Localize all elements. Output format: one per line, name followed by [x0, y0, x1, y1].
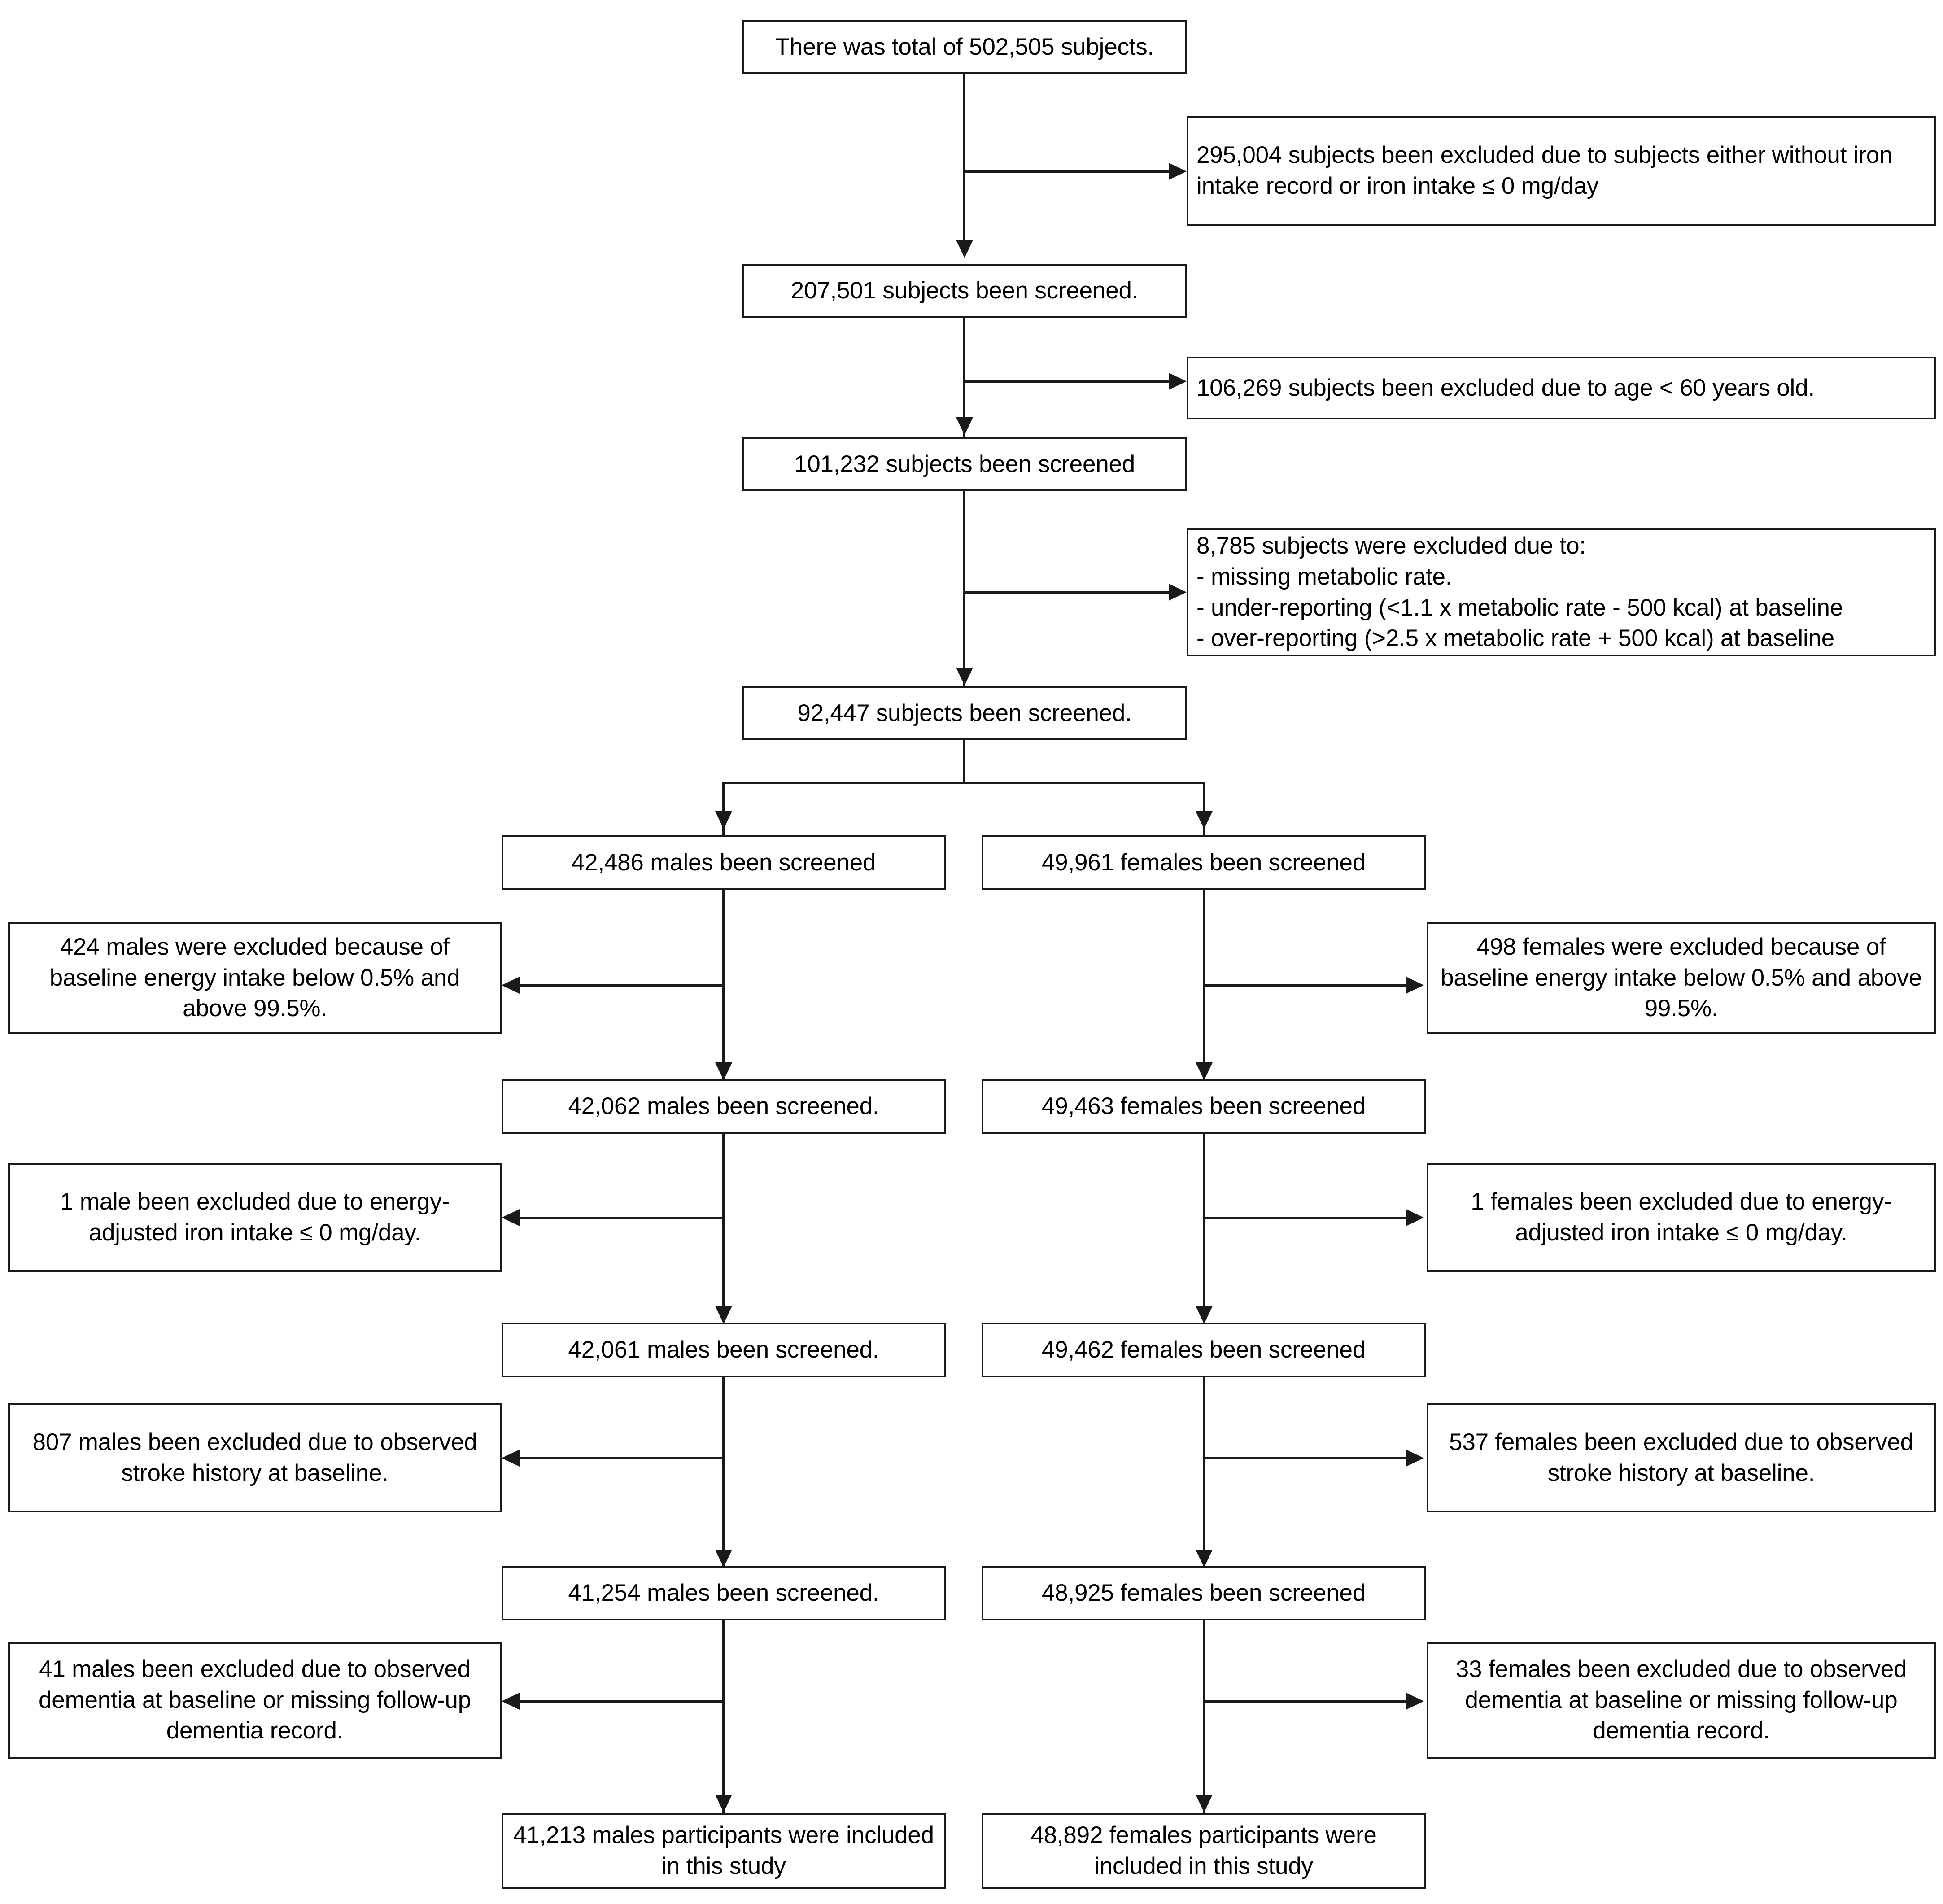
exclusion-females-stroke-history-label: 537 females been excluded due to observe… — [1449, 1428, 1913, 1486]
exclusion-age-under-60-label: 106,269 subjects been excluded due to ag… — [1196, 374, 1815, 401]
arrowhead-males1-to-males2 — [715, 1062, 732, 1080]
node-screened-92447: 92,447 subjects been screened. — [742, 686, 1187, 740]
node-females-49961: 49,961 females been screened — [982, 835, 1426, 890]
node-females-49462-label: 49,462 females been screened — [1041, 1336, 1366, 1363]
arrowhead-males-stroke-exclusion — [502, 1450, 520, 1467]
node-females-48925: 48,925 females been screened — [982, 1566, 1426, 1620]
connector-to-age-exclusion — [963, 380, 1170, 383]
node-males-42486: 42,486 males been screened — [502, 835, 946, 890]
node-total-subjects: There was total of 502,505 subjects. — [742, 20, 1187, 74]
node-males-41254: 41,254 males been screened. — [502, 1566, 946, 1620]
connector-to-iron-record-exclusion — [963, 170, 1170, 173]
arrowhead-metabolic-exclusion — [1169, 584, 1187, 601]
exclusion-females-iron-adjusted: 1 females been excluded due to energy-ad… — [1427, 1163, 1936, 1272]
exclusion-males-dementia: 41 males been excluded due to observed d… — [8, 1642, 502, 1759]
arrowhead-females4-to-females-final — [1196, 1795, 1213, 1812]
arrowhead-split-left — [715, 811, 732, 829]
exclusion-males-stroke-history: 807 males been excluded due to observed … — [8, 1403, 502, 1512]
arrowhead-females-stroke-exclusion — [1406, 1450, 1424, 1467]
arrowhead-females-energy-pct-exclusion — [1406, 977, 1424, 994]
exclusion-metabolic-reporting: 8,785 subjects were excluded due to: - m… — [1187, 528, 1936, 656]
node-males-42061-label: 42,061 males been screened. — [568, 1336, 879, 1363]
connector-split-stem — [963, 740, 965, 783]
node-screened-207501-label: 207,501 subjects been screened. — [790, 277, 1139, 304]
arrowhead-males-dementia-exclusion — [502, 1693, 520, 1710]
arrowhead-females-dementia-exclusion — [1406, 1693, 1424, 1710]
connector-males4-to-males-final — [722, 1620, 725, 1813]
connector-females4-to-females-final — [1203, 1620, 1205, 1813]
arrowhead-age-exclusion — [1169, 373, 1187, 390]
connector-total-to-screened1 — [963, 74, 965, 242]
node-females-49463-label: 49,463 females been screened — [1041, 1092, 1366, 1119]
connector-males-energy-pct-exclusion — [520, 984, 724, 987]
connector-to-metabolic-exclusion — [963, 591, 1170, 594]
exclusion-iron-intake-record: 295,004 subjects been excluded due to su… — [1187, 116, 1936, 226]
node-males-42062: 42,062 males been screened. — [502, 1079, 946, 1134]
arrowhead-females3-to-females4 — [1196, 1550, 1213, 1568]
exclusion-metabolic-reporting-label: 8,785 subjects were excluded due to: - m… — [1196, 532, 1843, 652]
node-males-42061: 42,061 males been screened. — [502, 1323, 946, 1377]
exclusion-males-stroke-history-label: 807 males been excluded due to observed … — [32, 1428, 477, 1486]
connector-females3-to-females4 — [1203, 1377, 1205, 1566]
connector-males3-to-males4 — [722, 1377, 725, 1566]
exclusion-females-dementia-label: 33 females been excluded due to observed… — [1455, 1655, 1907, 1744]
arrowhead-iron-record-exclusion — [1169, 163, 1187, 180]
node-screened-101232-label: 101,232 subjects been screened — [794, 450, 1135, 477]
arrowhead-total-to-screened1 — [956, 240, 973, 258]
arrowhead-females2-to-females3 — [1196, 1306, 1213, 1324]
node-males-41254-label: 41,254 males been screened. — [568, 1579, 879, 1606]
arrowhead-split-right — [1196, 811, 1213, 829]
arrowhead-females-iron-adjusted-exclusion — [1406, 1209, 1424, 1226]
node-females-48925-label: 48,925 females been screened — [1041, 1579, 1366, 1606]
connector-split-right-drop — [1203, 782, 1205, 835]
node-females-final-included-label: 48,892 females participants were include… — [1030, 1822, 1377, 1879]
connector-screened1-to-screened2 — [963, 318, 965, 466]
node-total-subjects-label: There was total of 502,505 subjects. — [775, 33, 1154, 60]
exclusion-females-energy-percentile: 498 females were excluded because of bas… — [1427, 922, 1936, 1034]
exclusion-females-energy-percentile-label: 498 females were excluded because of bas… — [1441, 933, 1922, 1022]
arrowhead-males4-to-males-final — [715, 1795, 732, 1812]
node-females-49462: 49,462 females been screened — [982, 1323, 1426, 1377]
connector-females-energy-pct-exclusion — [1203, 984, 1407, 987]
exclusion-age-under-60: 106,269 subjects been excluded due to ag… — [1187, 357, 1936, 419]
node-screened-101232: 101,232 subjects been screened — [742, 437, 1187, 491]
exclusion-males-iron-adjusted: 1 male been excluded due to energy-adjus… — [8, 1163, 502, 1272]
node-females-final-included: 48,892 females participants were include… — [982, 1813, 1426, 1889]
node-males-final-included: 41,213 males participants were included … — [502, 1813, 946, 1889]
arrowhead-males3-to-males4 — [715, 1550, 732, 1568]
arrowhead-males2-to-males3 — [715, 1306, 732, 1324]
connector-males-stroke-exclusion — [520, 1457, 724, 1459]
node-males-42062-label: 42,062 males been screened. — [568, 1092, 879, 1119]
node-females-49961-label: 49,961 females been screened — [1041, 849, 1366, 876]
node-males-42486-label: 42,486 males been screened — [571, 849, 876, 876]
arrowhead-screened1-to-screened2 — [956, 417, 973, 435]
connector-females-iron-adjusted-exclusion — [1203, 1217, 1407, 1219]
connector-males2-to-males3 — [722, 1134, 725, 1322]
connector-screened2-to-screened3 — [963, 491, 965, 689]
connector-females-stroke-exclusion — [1203, 1457, 1407, 1459]
exclusion-males-energy-percentile-label: 424 males were excluded because of basel… — [49, 933, 460, 1022]
node-screened-92447-label: 92,447 subjects been screened. — [797, 699, 1132, 726]
arrowhead-males-energy-pct-exclusion — [502, 977, 520, 994]
exclusion-iron-intake-record-label: 295,004 subjects been excluded due to su… — [1196, 141, 1893, 199]
node-screened-207501: 207,501 subjects been screened. — [742, 264, 1187, 318]
exclusion-females-stroke-history: 537 females been excluded due to observe… — [1427, 1403, 1936, 1512]
connector-males-iron-adjusted-exclusion — [520, 1217, 724, 1219]
exclusion-males-energy-percentile: 424 males were excluded because of basel… — [8, 922, 502, 1034]
arrowhead-females1-to-females2 — [1196, 1062, 1213, 1080]
node-males-final-included-label: 41,213 males participants were included … — [513, 1822, 934, 1879]
arrowhead-screened2-to-screened3 — [956, 668, 973, 686]
connector-females2-to-females3 — [1203, 1134, 1205, 1322]
connector-split-bar — [722, 782, 1205, 784]
connector-males-dementia-exclusion — [520, 1700, 724, 1703]
exclusion-males-dementia-label: 41 males been excluded due to observed d… — [39, 1655, 471, 1744]
exclusion-males-iron-adjusted-label: 1 male been excluded due to energy-adjus… — [60, 1188, 450, 1246]
arrowhead-males-iron-adjusted-exclusion — [502, 1209, 520, 1226]
node-females-49463: 49,463 females been screened — [982, 1079, 1426, 1134]
exclusion-females-dementia: 33 females been excluded due to observed… — [1427, 1642, 1936, 1759]
connector-females-dementia-exclusion — [1203, 1700, 1407, 1703]
exclusion-females-iron-adjusted-label: 1 females been excluded due to energy-ad… — [1471, 1188, 1892, 1246]
connector-split-left-drop — [722, 782, 725, 835]
